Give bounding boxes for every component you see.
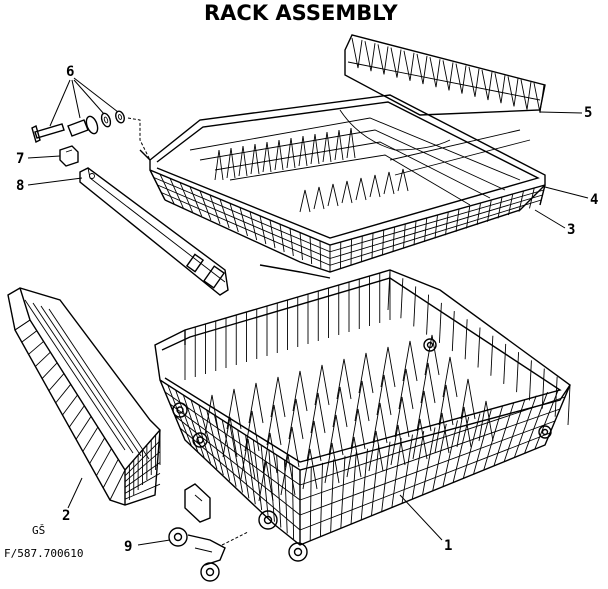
rack-rail — [79, 167, 229, 296]
footer-mark: GŠ — [32, 524, 45, 537]
lower-rack — [154, 269, 571, 562]
callout-8: 8 — [16, 178, 24, 194]
wheel-assembly — [168, 483, 249, 582]
callout-9: 9 — [124, 539, 132, 555]
silverware-basket — [7, 287, 161, 506]
callout-7: 7 — [16, 151, 24, 167]
leader-lines — [27, 77, 589, 546]
callout-5: 5 — [584, 105, 592, 121]
footer-code: F/587.700610 — [4, 547, 83, 560]
rack-wheels — [172, 338, 552, 562]
callout-3: 3 — [567, 222, 575, 238]
callout-4: 4 — [590, 192, 598, 208]
callout-6: 6 — [66, 64, 74, 80]
upper-rack — [139, 94, 546, 279]
callout-2: 2 — [62, 508, 70, 524]
rail-clip — [59, 145, 79, 167]
cup-shelf — [344, 34, 546, 116]
screw-and-washers — [31, 110, 151, 161]
callout-1: 1 — [444, 538, 452, 554]
diagram-title: RACK ASSEMBLY — [204, 1, 398, 25]
